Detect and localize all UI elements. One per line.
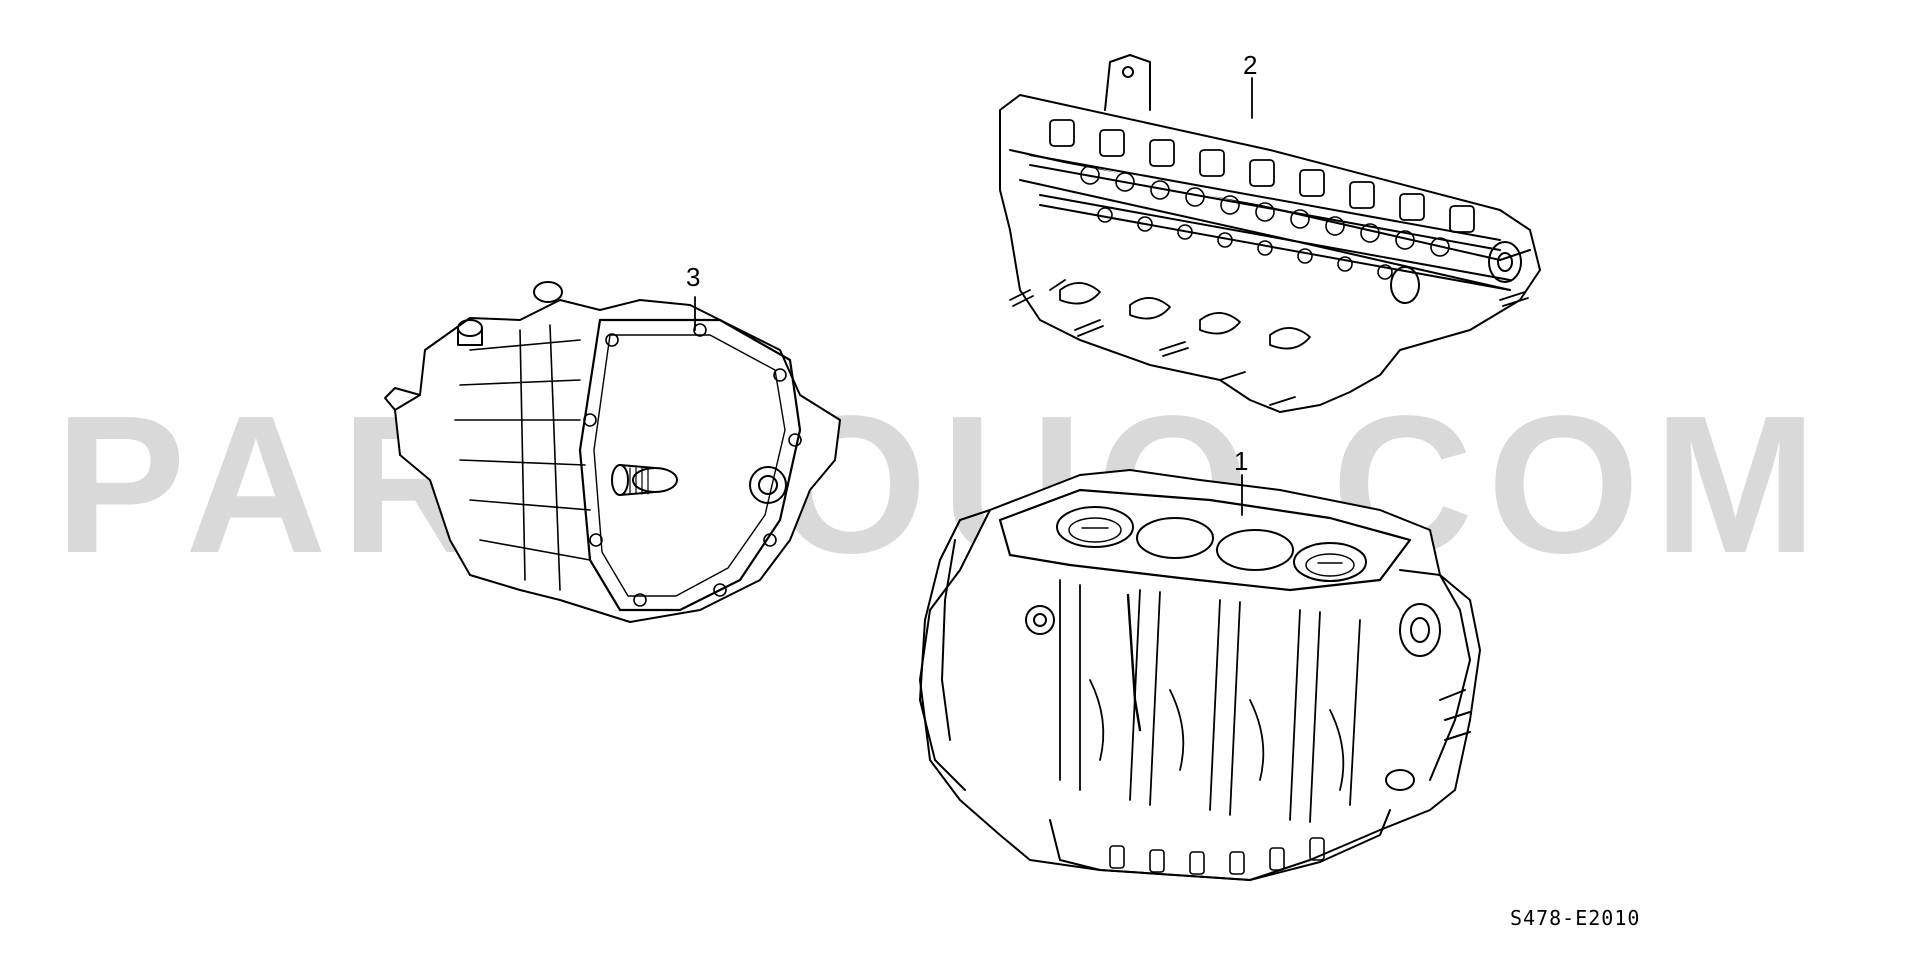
callout-1[interactable]: 1 (1234, 446, 1249, 476)
engine-block-drawing[interactable] (919, 469, 1481, 881)
watermark: PARTSOUQ.COM (55, 375, 1831, 594)
callout-2[interactable]: 2 (1243, 50, 1258, 80)
cylinder-head-drawing[interactable] (999, 54, 1541, 413)
transmission-drawing[interactable] (384, 281, 841, 623)
callout-3[interactable]: 3 (686, 262, 701, 292)
diagram-code: S478-E2010 (1510, 906, 1641, 930)
